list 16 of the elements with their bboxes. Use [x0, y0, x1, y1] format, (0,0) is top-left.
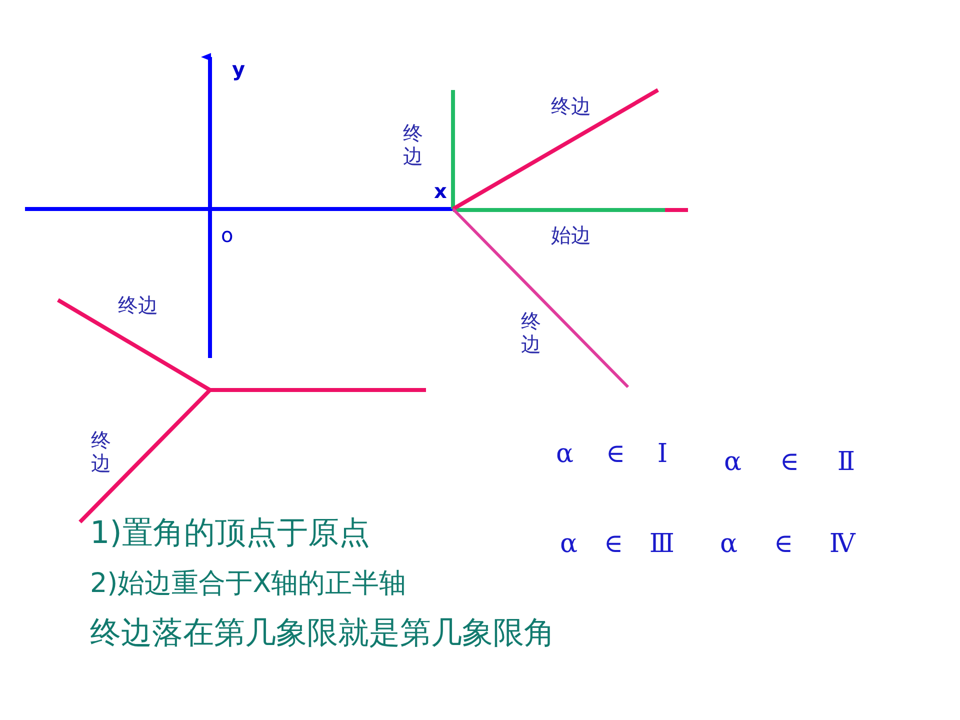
origin-label: o	[221, 224, 234, 247]
rule-text: 2)始边重合于X轴的正半轴	[90, 568, 406, 600]
ray-label: 终边	[521, 310, 541, 356]
axis-label: y	[232, 58, 246, 81]
ray-label: 终边	[118, 294, 158, 317]
quadrant-formula: α ∈ Ⅲ	[560, 530, 674, 560]
ray-label: 始边	[551, 224, 591, 247]
ray-label: 终边	[91, 429, 111, 475]
ray-label: 终边	[551, 95, 591, 118]
quadrant-formula: α ∈ Ⅳ	[720, 530, 856, 560]
rule-text: 终边落在第几象限就是第几象限角	[90, 616, 555, 652]
ray-label: 终边	[403, 122, 423, 168]
quadrant-formula: α ∈ Ⅰ	[556, 440, 668, 470]
rule-text: 1)置角的顶点于原点	[90, 516, 370, 552]
axis-label: x	[434, 180, 447, 203]
quadrant-formula: α ∈ Ⅱ	[724, 448, 856, 478]
